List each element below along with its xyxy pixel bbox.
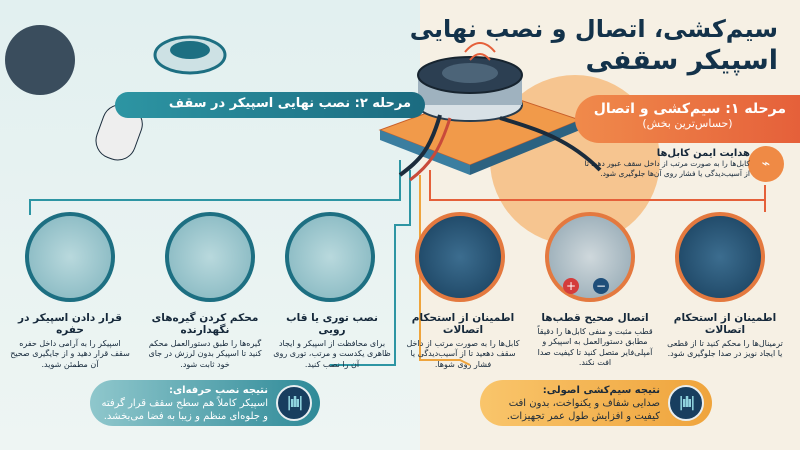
result-professional-install: |ılı| نتیجه نصب حرفه‌ای: اسپیکر کاملاً ه… [90, 380, 320, 426]
speaker-thumbnails [5, 25, 227, 161]
terminal-illustration [675, 212, 765, 302]
step-text: ترمینال‌ها را محکم کنید تا از قطعی یا ای… [667, 339, 783, 359]
hint-title: هدایت ایمن کابل‌ها [656, 148, 750, 159]
result-title: نتیجه سیم‌کشی اصولی: [542, 384, 660, 396]
stage1-subtitle: (حساس‌ترین بخش) [642, 117, 733, 130]
stage1-step: اطمینان از استحکام اتصالات ترمینال‌ها را… [665, 312, 785, 360]
sound-wave-icon: |ılı| [668, 385, 704, 421]
polarity-illustration: + − [545, 212, 635, 302]
speaker-illustration [378, 42, 602, 182]
tighten-clamps-illustration [165, 212, 255, 302]
step-title: قرار دادن اسپیکر در حفره [18, 312, 122, 336]
sound-wave-icon: |ılı| [276, 385, 312, 421]
stage1-banner: مرحله ۱: سیم‌کشی و اتصال (حساس‌ترین بخش) [575, 95, 800, 143]
negative-terminal-icon: − [593, 278, 609, 294]
result-text: صدایی شفاف و یکنواخت، بدون افت کیفیت و ا… [506, 397, 660, 422]
step-title: اطمینان از استحکام اتصالات [673, 312, 777, 336]
step-text: اسپیکر را به آرامی داخل حفره سقف قرار ده… [10, 339, 130, 369]
stage1-title: مرحله ۱: سیم‌کشی و اتصال [593, 101, 786, 117]
step-title: نصب توری یا قاب رویی [286, 312, 378, 336]
stage2-title: مرحله ۲: نصب نهایی اسپیکر در سقف [168, 96, 411, 111]
step-text: گیره‌ها را طبق دستورالعمل محکم کنید تا ا… [148, 339, 262, 369]
stage1-step: اتصال صحیح قطب‌ها قطب مثبت و منفی کابل‌ه… [535, 312, 655, 369]
step-title: محکم کردن گیره‌های نگهدارنده [151, 312, 259, 336]
result-title: نتیجه نصب حرفه‌ای: [169, 384, 268, 396]
place-speaker-illustration [25, 212, 115, 302]
step-title: اتصال صحیح قطب‌ها [541, 312, 649, 324]
stage2-step: نصب توری یا قاب رویی برای محافظت از اسپی… [272, 312, 392, 370]
positive-terminal-icon: + [563, 278, 579, 294]
result-proper-wiring: |ılı| نتیجه سیم‌کشی اصولی: صدایی شفاف و … [480, 380, 712, 426]
title-line1: سیم‌کشی، اتصال و نصب نهایی [409, 15, 778, 43]
stage2-step: قرار دادن اسپیکر در حفره اسپیکر را به آر… [10, 312, 130, 370]
step-text: برای محافظت از اسپیکر و ایجاد ظاهری یکدس… [273, 339, 391, 369]
stage2-step: محکم کردن گیره‌های نگهدارنده گیره‌ها را … [145, 312, 265, 370]
step-text: کابل‌ها را به صورت مرتب از داخل سقف دهعی… [406, 339, 520, 369]
install-grille-illustration [285, 212, 375, 302]
page-title: سیم‌کشی، اتصال و نصب نهایی اسپیکر سقفی [410, 14, 778, 78]
hint-text: کابل‌ها را به صورت مرتب از داخل سقف عبور… [584, 159, 750, 178]
stage2-banner: مرحله ۲: نصب نهایی اسپیکر در سقف [115, 92, 425, 118]
stage1-step: اطمینان از استحکام اتصالات کابل‌ها را به… [403, 312, 523, 370]
result-text: اسپیکر کاملاً هم سطح سقف قرار گرفته و جل… [101, 397, 268, 422]
cable-guide-icon: ⌁ [748, 146, 784, 182]
step-text: قطب مثبت و منفی کابل‌ها را دقیقاً مطابق … [537, 327, 653, 368]
cable-routing-illustration [415, 212, 505, 302]
title-line2: اسپیکر سقفی [585, 45, 778, 76]
hint-cable-guide: هدایت ایمن کابل‌ها کابل‌ها را به صورت مر… [580, 148, 750, 179]
step-title: اطمینان از استحکام اتصالات [411, 312, 515, 336]
